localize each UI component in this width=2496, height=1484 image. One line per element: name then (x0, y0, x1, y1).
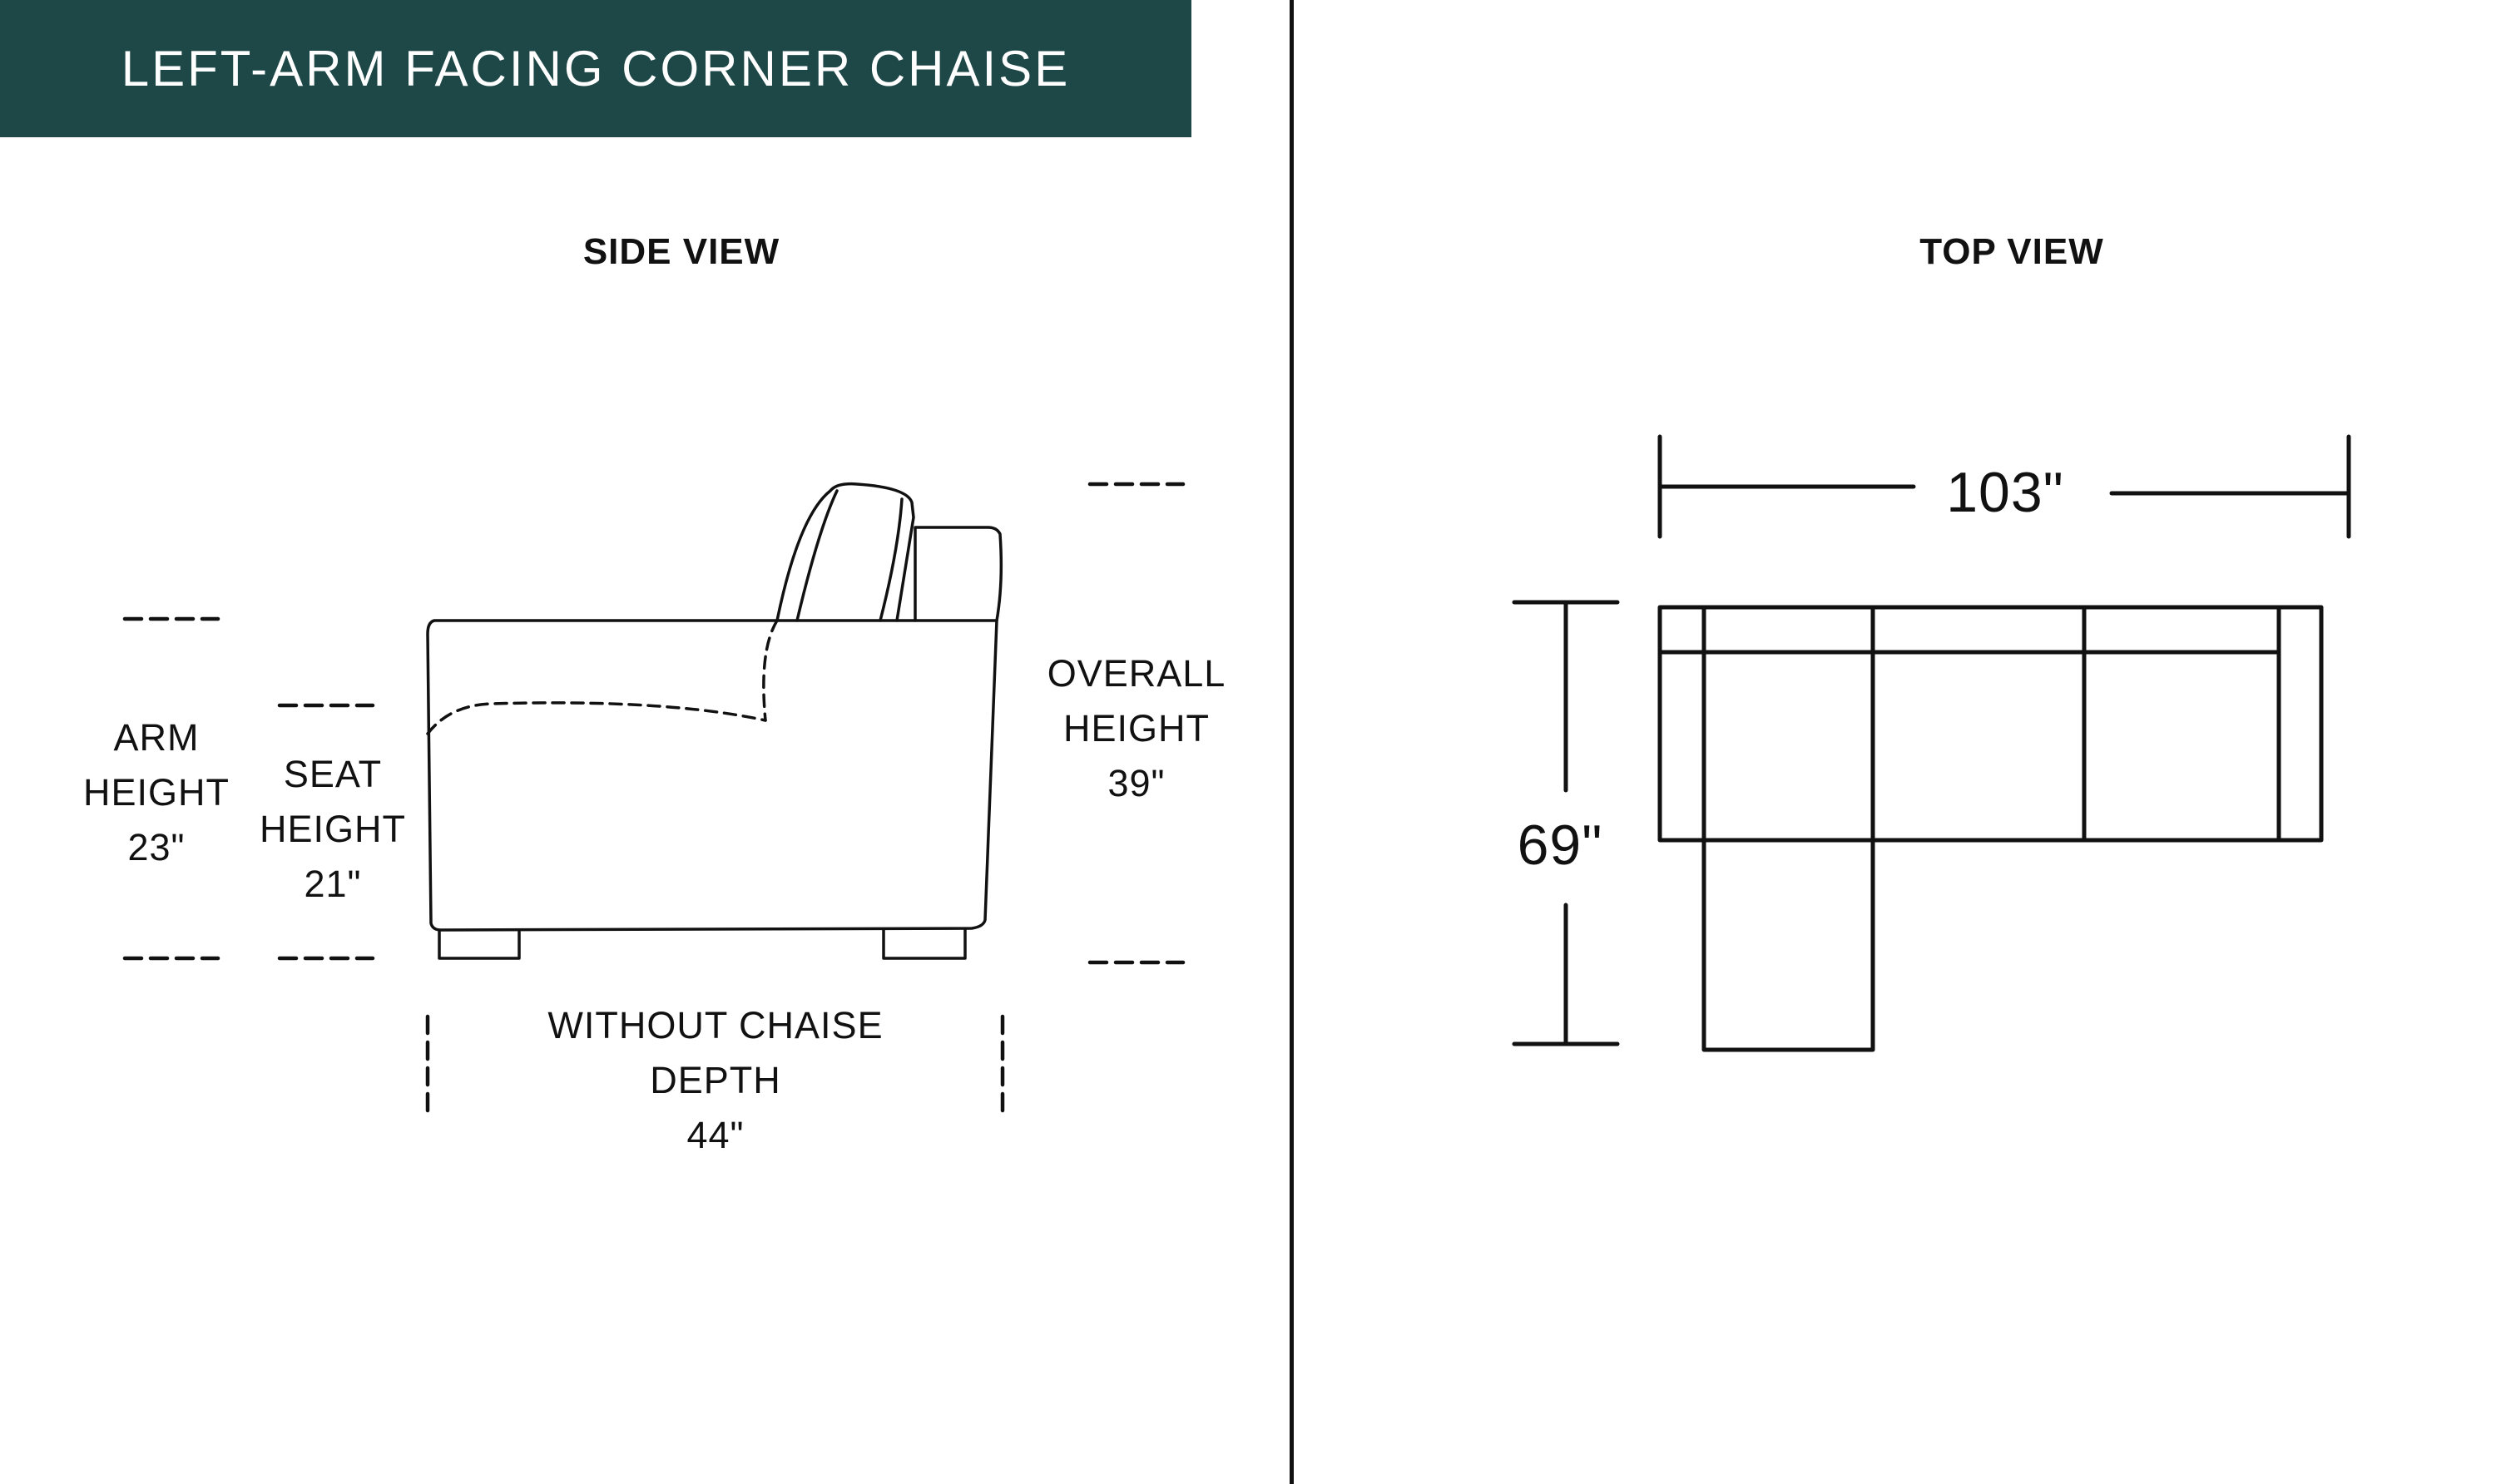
overall-height-label: OVERALL HEIGHT 39" (1020, 646, 1253, 811)
depth-label: WITHOUT CHAISE DEPTH 44" (466, 998, 965, 1163)
page-title: LEFT-ARM FACING CORNER CHAISE (121, 41, 1071, 96)
side-view-seat-line (426, 619, 779, 735)
arm-height-title-2: HEIGHT (82, 771, 230, 814)
seat-height-title-2: HEIGHT (259, 808, 406, 850)
vertical-divider (1290, 0, 1294, 1484)
top-view-sofa-outline (1657, 605, 2324, 1052)
overall-height-value: 39" (1107, 762, 1166, 804)
arm-height-label: ARM HEIGHT 23" (40, 710, 273, 875)
side-view-dimension-markers (122, 482, 1186, 1114)
header-banner: LEFT-ARM FACING CORNER CHAISE (0, 0, 1191, 137)
seat-height-value: 21" (304, 863, 362, 905)
seat-height-label: SEAT HEIGHT 21" (216, 747, 449, 912)
overall-height-title: OVERALL (1047, 652, 1226, 695)
overall-height-title-2: HEIGHT (1062, 707, 1210, 749)
depth-value: 44" (686, 1114, 745, 1156)
depth-title: WITHOUT CHAISE (547, 1004, 884, 1046)
depth-title-2: DEPTH (650, 1059, 781, 1101)
top-view-depth-dimension (1512, 600, 1620, 1046)
arm-height-value: 23" (127, 826, 186, 868)
seat-height-title: SEAT (283, 753, 383, 795)
side-view-sofa-outline (426, 482, 1003, 960)
top-view-depth-value: 69" (1517, 814, 1603, 877)
side-view-title: SIDE VIEW (582, 231, 780, 272)
top-view-title: TOP VIEW (1919, 231, 2104, 272)
top-view-width-dimension (1657, 434, 2351, 539)
arm-height-title: ARM (113, 716, 200, 759)
top-view-width-value: 103" (1946, 461, 2064, 524)
